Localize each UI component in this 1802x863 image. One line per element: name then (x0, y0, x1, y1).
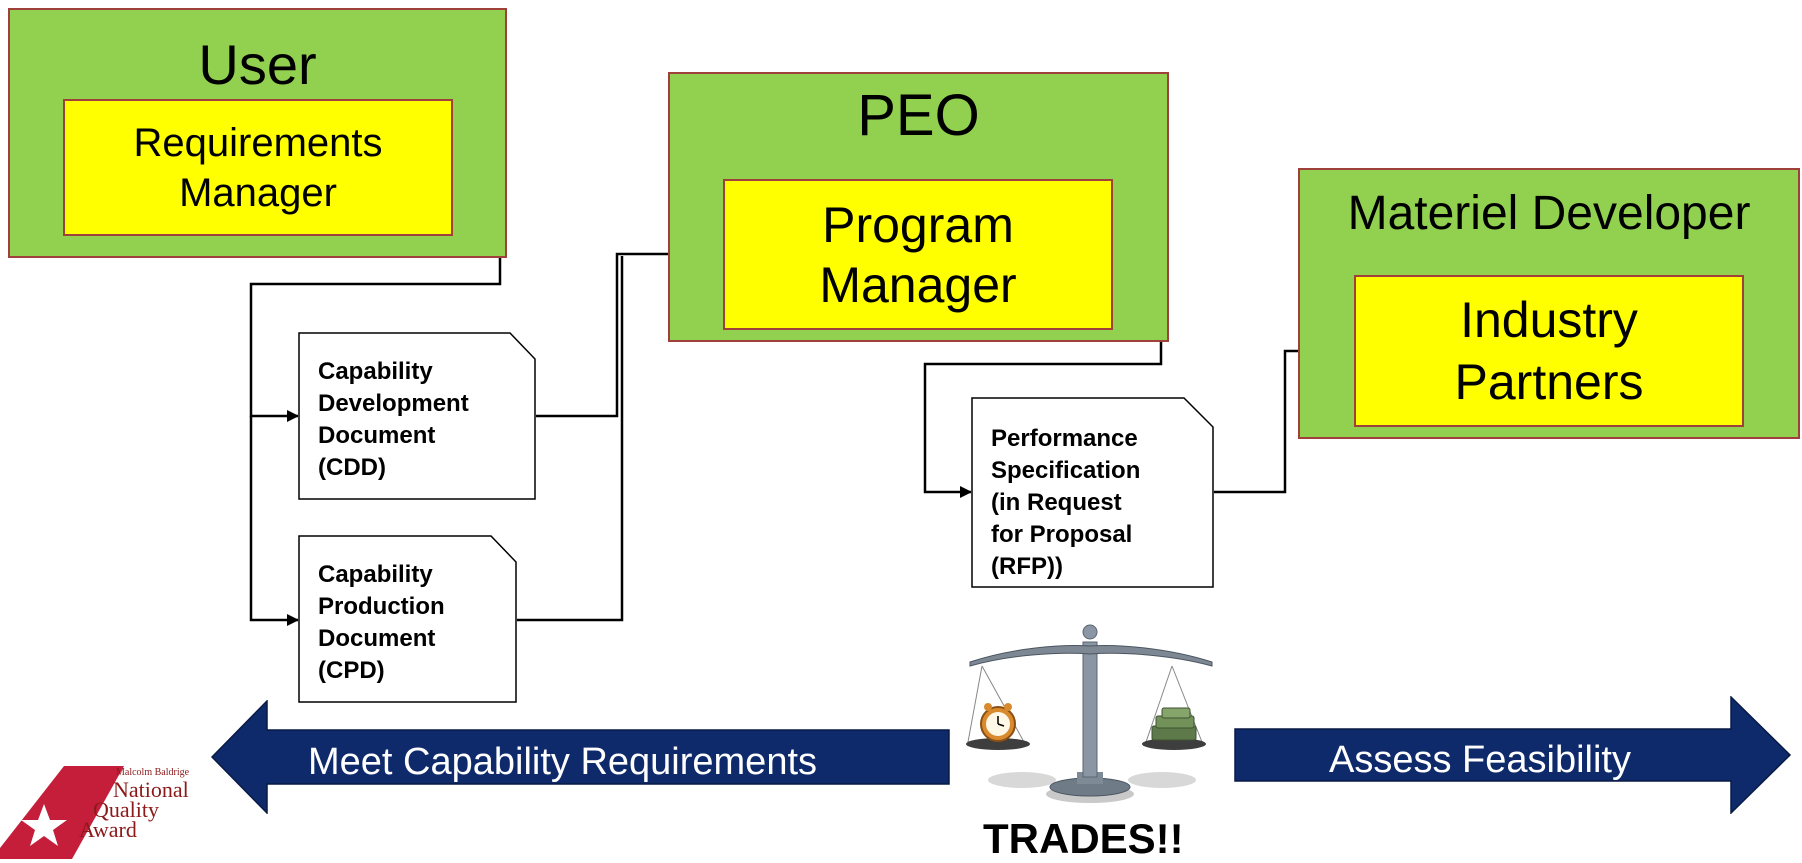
left-arrow (211, 700, 950, 814)
connector-cpd-to-pm (517, 256, 624, 622)
left-arrow-label: Meet Capability Requirements (308, 741, 818, 783)
balance-scale-icon (966, 624, 1213, 803)
rfp-document: Performance Specification (in Request fo… (971, 397, 1214, 588)
program-manager-box: Program Manager (723, 179, 1113, 330)
logo-line2: National (113, 777, 189, 802)
right-arrow (1234, 696, 1792, 814)
right-arrow-label: Assess Feasibility (1329, 739, 1631, 781)
cpd-label: Capability Production Document (CPD) (318, 561, 445, 684)
requirements-manager-box: Requirements Manager (63, 99, 453, 236)
cdd-label: Capability Development Document (CDD) (318, 358, 469, 481)
logo-line4: Award (79, 817, 137, 842)
trades-label: TRADES!! (983, 815, 1184, 862)
peo-title: PEO (857, 83, 980, 148)
connector-rm-to-cpd (249, 416, 299, 626)
user-title: User (198, 33, 317, 96)
rfp-label: Performance Specification (in Request fo… (991, 425, 1141, 580)
program-manager-label: Program Manager (819, 196, 1017, 313)
cdd-document: Capability Development Document (CDD) (298, 332, 536, 500)
logo-line1: Malcolm Baldrige (116, 767, 190, 778)
document-shape-icon (298, 332, 536, 500)
baldrige-logo-icon (0, 766, 124, 859)
cpd-document: Capability Production Document (CPD) (298, 535, 517, 703)
document-shape-icon (971, 397, 1214, 588)
industry-partners-label: Industry Partners (1454, 292, 1644, 410)
baldrige-logo: Malcolm Baldrige National Quality Award (0, 764, 200, 859)
logo-line3: Quality (93, 797, 159, 822)
requirements-manager-label: Requirements Manager (133, 120, 383, 215)
document-shape-icon (298, 535, 517, 703)
industry-partners-box: Industry Partners (1354, 275, 1744, 427)
materiel-developer-title: Materiel Developer (1347, 187, 1751, 240)
